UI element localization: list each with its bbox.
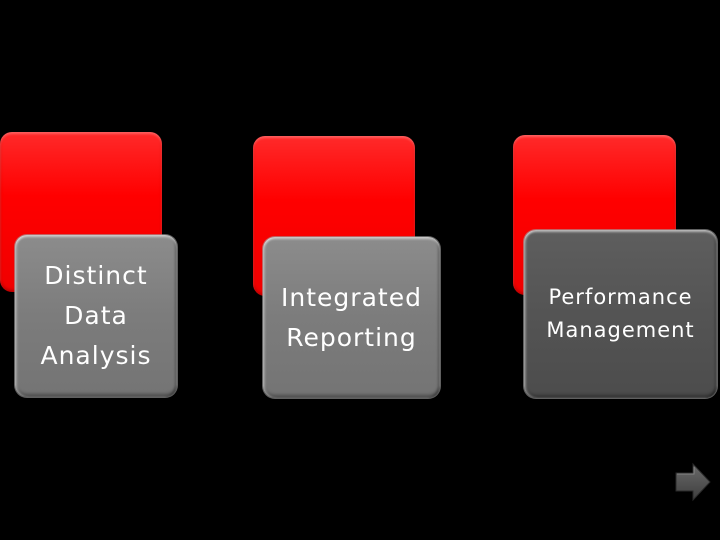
- distinct-data-analysis-box: Distinct Data Analysis: [15, 235, 177, 397]
- performance-management-box: Performance Management: [524, 230, 717, 398]
- next-slide-button[interactable]: [674, 462, 712, 502]
- arrow-right-icon: [675, 462, 711, 502]
- box-label: Performance Management: [546, 285, 695, 342]
- box-label: Distinct Data Analysis: [40, 261, 152, 370]
- box-label: Integrated Reporting: [281, 282, 422, 352]
- integrated-reporting-box: Integrated Reporting: [263, 237, 440, 398]
